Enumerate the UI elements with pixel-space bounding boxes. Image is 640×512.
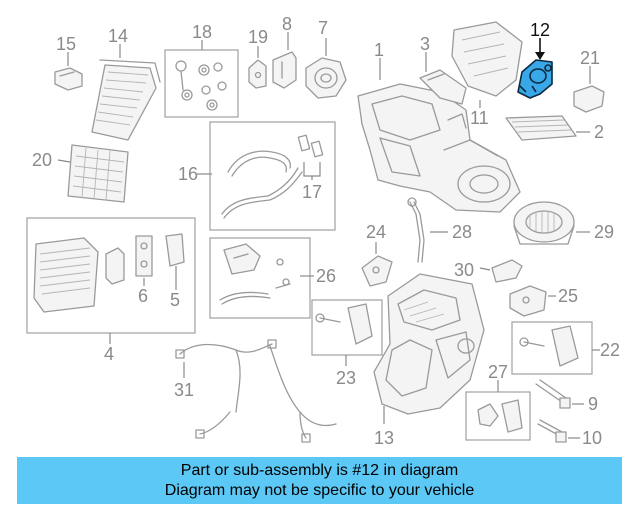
callout-16: 16 — [178, 164, 198, 184]
callout-12: 12 — [530, 20, 550, 40]
part-20: 20 — [32, 144, 129, 203]
part-9: 9 — [535, 379, 598, 414]
callout-24: 24 — [366, 222, 386, 242]
callout-14: 14 — [108, 26, 128, 46]
part-30: 30 — [454, 259, 523, 283]
parts-diagram: 15 14 18 19 8 — [26, 14, 620, 448]
part-10: 10 — [537, 419, 602, 448]
callout-9: 9 — [588, 394, 598, 414]
callout-10: 10 — [582, 428, 602, 448]
callout-25: 25 — [558, 286, 578, 306]
part-19: 19 — [248, 27, 268, 89]
part-16-17: 16 17 — [178, 121, 336, 231]
callout-6: 6 — [138, 286, 148, 306]
part-2: 2 — [505, 115, 604, 142]
callout-11: 11 — [470, 108, 489, 128]
callout-5: 5 — [170, 290, 180, 310]
callout-28: 28 — [452, 222, 472, 242]
part-11: 11 — [451, 21, 523, 128]
part-28: 28 — [407, 197, 472, 263]
callout-27: 27 — [488, 362, 508, 382]
part-3: 3 — [419, 34, 467, 105]
callout-7: 7 — [318, 18, 328, 38]
part-7: 7 — [305, 18, 347, 99]
callout-8: 8 — [282, 14, 292, 34]
callout-30: 30 — [454, 260, 474, 280]
part-31: 31 — [174, 339, 337, 443]
callout-23: 23 — [336, 368, 356, 388]
part-26: 26 — [209, 237, 336, 319]
part-4-5-6: 4 6 5 — [26, 217, 196, 364]
callout-19: 19 — [248, 27, 268, 47]
part-15: 15 — [54, 34, 83, 91]
part-22: 22 — [511, 321, 620, 375]
part-25: 25 — [509, 285, 578, 317]
callout-4: 4 — [104, 344, 114, 364]
callout-15: 15 — [56, 34, 76, 54]
part-13: 13 — [373, 273, 485, 448]
callout-2: 2 — [594, 122, 604, 142]
part-29: 29 — [513, 201, 614, 245]
part-18: 18 — [164, 22, 239, 118]
callout-3: 3 — [420, 34, 430, 54]
callout-1: 1 — [374, 40, 384, 60]
callout-20: 20 — [32, 150, 52, 170]
part-23: 23 — [311, 299, 383, 388]
callout-31: 31 — [174, 380, 194, 400]
part-8: 8 — [272, 14, 297, 89]
part-21: 21 — [573, 48, 605, 113]
info-banner: Part or sub-assembly is #12 in diagram D… — [17, 457, 622, 504]
part-27: 27 — [465, 362, 531, 441]
callout-18: 18 — [192, 22, 212, 42]
banner-line-2: Diagram may not be specific to your vehi… — [164, 481, 475, 499]
callout-29: 29 — [594, 222, 614, 242]
part-12-highlighted: 12 — [517, 20, 553, 99]
callout-22: 22 — [600, 340, 620, 360]
callout-26: 26 — [316, 266, 336, 286]
callout-17: 17 — [302, 182, 322, 202]
part-24: 24 — [361, 222, 393, 287]
callout-21: 21 — [580, 48, 600, 68]
part-14: 14 — [91, 26, 161, 141]
banner-line-1: Part or sub-assembly is #12 in diagram — [180, 461, 459, 479]
callout-13: 13 — [374, 428, 394, 448]
